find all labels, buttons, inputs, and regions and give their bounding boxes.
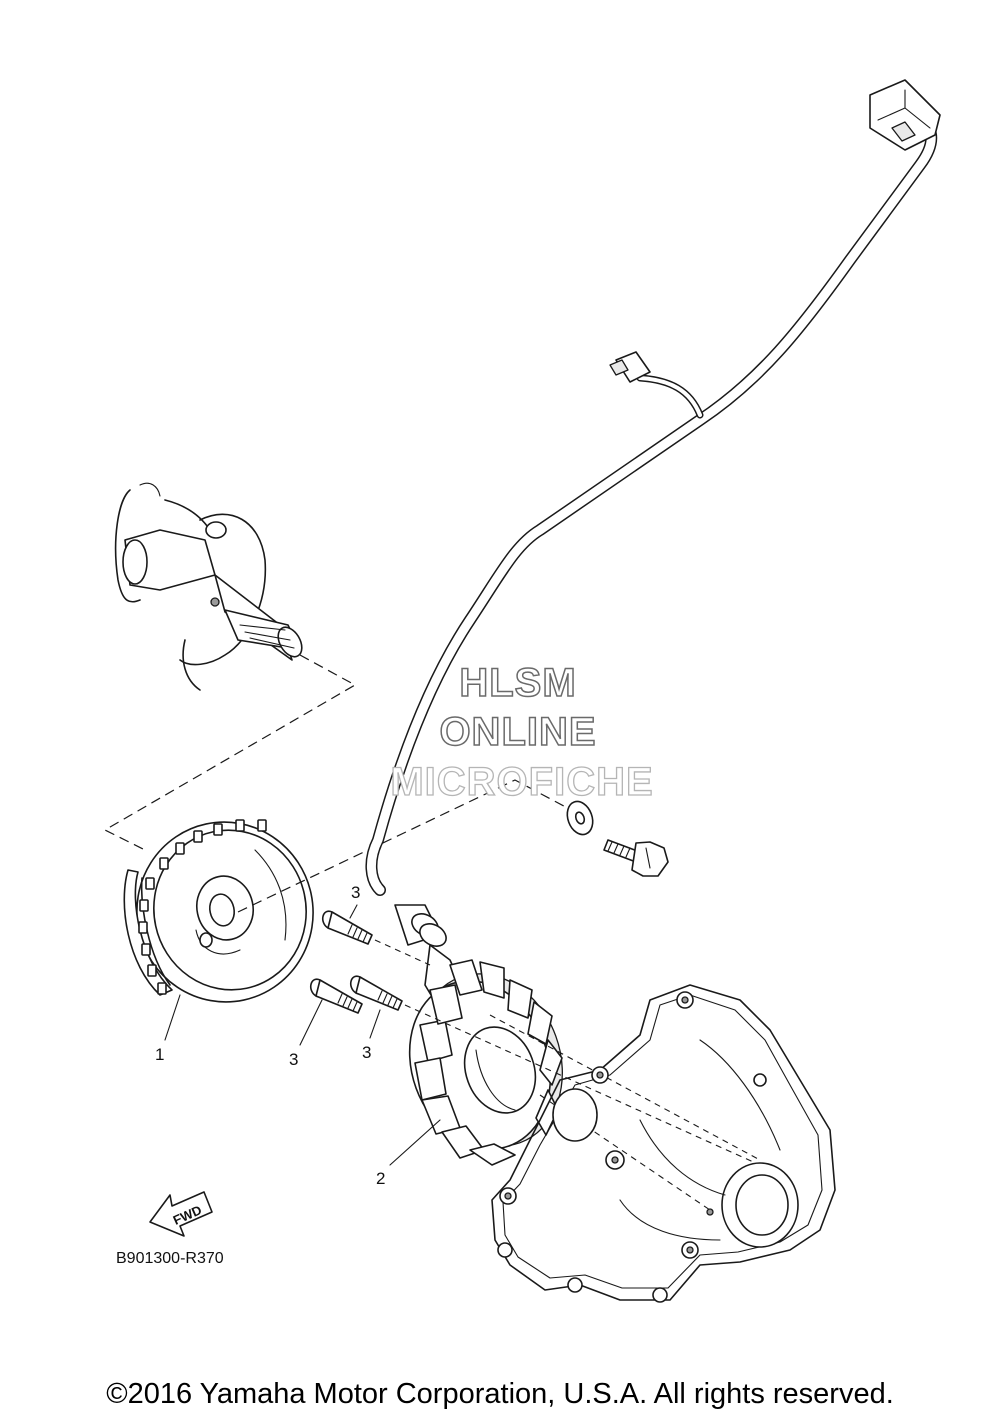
stator-axis [489, 1014, 761, 1161]
watermark-line-2: ONLINE [439, 710, 596, 754]
stator-bolt-lower-left [309, 978, 363, 1014]
wire-grommet [394, 904, 447, 947]
callout-3-upper: 3 [351, 883, 360, 902]
small-connector [609, 351, 651, 383]
copyright-notice: ©2016 Yamaha Motor Corporation, U.S.A. A… [106, 1378, 894, 1410]
washer [566, 800, 594, 836]
watermark-line-3: MICROFICHE [390, 760, 653, 804]
crankshaft-illustration [114, 482, 303, 691]
flywheel-bolt [603, 839, 669, 877]
bolt-axis-lower [404, 1004, 761, 1166]
stator-wire-harness [365, 114, 938, 896]
callout-2: 2 [376, 1169, 385, 1188]
callout-leader-3b [299, 999, 323, 1046]
watermark-line-1: HLSM [459, 661, 576, 705]
main-connector [869, 79, 941, 151]
fwd-arrow-badge: FWD [149, 1191, 213, 1237]
flywheel-rotor [123, 819, 314, 1003]
stator-bolt-upper [321, 910, 373, 945]
callout-1: 1 [155, 1045, 164, 1064]
stator-bolt-lower-right [349, 975, 403, 1011]
callout-leader-1 [164, 994, 181, 1041]
callout-3-lower-left: 3 [289, 1050, 298, 1069]
callout-leader-2 [389, 1119, 441, 1166]
stator-coil [408, 944, 563, 1166]
flywheel-bolt-axis [237, 779, 591, 913]
callout-leader-3c [369, 1009, 381, 1039]
callout-leader-3a [349, 904, 358, 919]
crankcase-cover [491, 984, 836, 1303]
bolt-axis-upper [374, 939, 431, 966]
crank-alignment-line [103, 654, 357, 851]
callout-3-lower-right: 3 [362, 1043, 371, 1062]
diagram-code: B901300-R370 [116, 1250, 224, 1267]
